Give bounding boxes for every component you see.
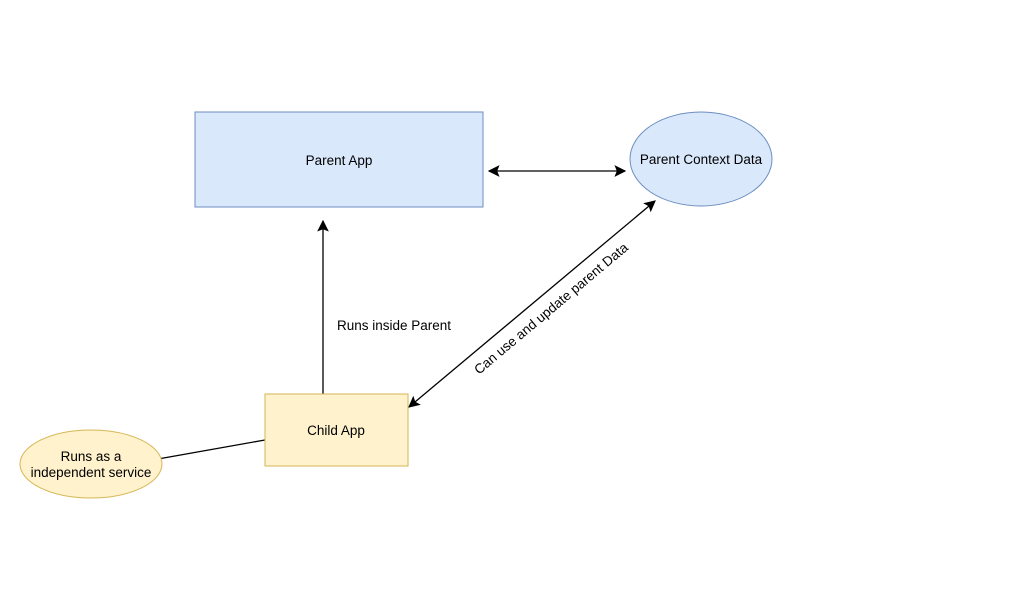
parent-context-data-label: Parent Context Data: [640, 152, 763, 167]
edge-child-app-to-parent-context-data: Can use and update parent Data: [408, 200, 656, 408]
edge-label-can-use-and-update-parent-data: Can use and update parent Data: [471, 240, 631, 378]
child-app-label: Child App: [307, 423, 365, 438]
parent-app-shape: [194, 111, 484, 208]
double-arrow-line: [408, 200, 656, 408]
independent-service-label-line1: Runs as a: [61, 449, 122, 464]
independent-service-shape: [19, 429, 163, 499]
node-parent-app: Parent App: [194, 111, 484, 208]
edge-label-runs-inside-parent: Runs inside Parent: [337, 318, 451, 333]
node-child-app: Child App: [264, 393, 409, 467]
child-app-shape: [264, 393, 409, 467]
independent-service-label-line2: independent service: [31, 465, 152, 480]
parent-context-data-shape: [629, 111, 773, 207]
plain-line: [157, 439, 266, 460]
edge-independent-service-to-child-app: [157, 439, 266, 460]
parent-app-label: Parent App: [306, 153, 373, 168]
node-independent-service: Runs as a independent service: [19, 429, 163, 499]
edge-child-app-to-parent-app: Runs inside Parent: [317, 219, 451, 394]
node-parent-context-data: Parent Context Data: [629, 111, 773, 207]
